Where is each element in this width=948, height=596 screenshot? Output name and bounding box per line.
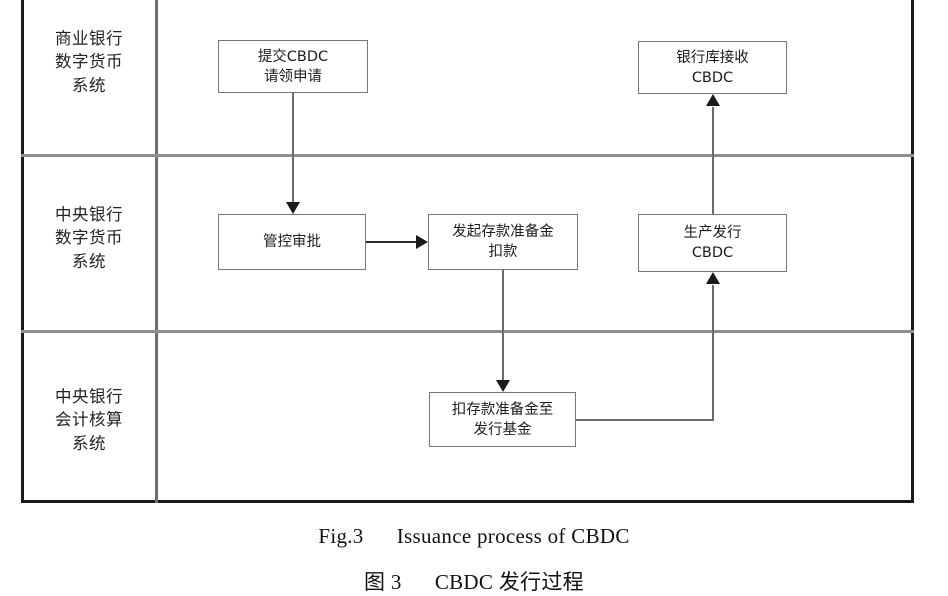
node-submit-cbdc-request[interactable]: 提交CBDC 请领申请 — [218, 40, 368, 93]
node-label-line: 发行基金 — [473, 421, 532, 438]
lane-label-line: 中央银行 — [55, 387, 123, 406]
node-label-line: CBDC — [691, 69, 734, 86]
lane-label-central-bank-accounting: 中央银行 会计核算 系统 — [24, 385, 154, 455]
lane-label-column-divider — [155, 0, 158, 503]
caption-english-text: Issuance process of CBDC — [396, 524, 630, 548]
node-control-approval[interactable]: 管控审批 — [218, 214, 366, 270]
lane-divider-2 — [21, 330, 914, 333]
caption-chinese-prefix: 图 3 — [364, 570, 402, 594]
connector-approval-to-reserve-deduction — [366, 241, 418, 244]
connector-submit-to-approval — [292, 92, 294, 204]
caption-english-prefix: Fig.3 — [318, 524, 364, 548]
arrowhead-produce-to-bank-vault — [706, 94, 720, 106]
node-initiate-reserve-deduction[interactable]: 发起存款准备金 扣款 — [428, 214, 578, 270]
lane-label-commercial-bank: 商业银行 数字货币 系统 — [24, 27, 154, 97]
node-label-line: 扣款 — [488, 244, 518, 260]
figure-caption-chinese: 图 3 CBDC 发行过程 — [0, 566, 948, 596]
connector-reserve-deduction-to-issuance-fund — [502, 270, 504, 384]
connector-produce-to-bank-vault — [712, 107, 714, 214]
node-label-line: 银行库接收 — [676, 49, 749, 66]
figure-caption-english: Fig.3 Issuance process of CBDC — [0, 524, 948, 549]
node-label-line: 发起存款准备金 — [452, 224, 554, 240]
lane-label-line: 中央银行 — [55, 205, 123, 224]
lane-label-line: 数字货币 — [55, 52, 123, 72]
arrowhead-approval-to-reserve-deduction — [416, 235, 428, 249]
arrowhead-submit-to-approval — [286, 202, 300, 214]
node-deduct-reserve-to-issuance-fund[interactable]: 扣存款准备金至 发行基金 — [429, 392, 576, 447]
lane-label-line: 数字货币 — [55, 228, 123, 248]
lane-label-central-bank-digital-currency: 中央银行 数字货币 系统 — [24, 203, 154, 273]
arrowhead-reserve-deduction-to-issuance-fund — [496, 380, 510, 392]
lane-divider-1 — [21, 154, 914, 157]
lane-label-line: 系统 — [72, 433, 106, 453]
node-label-line: 请领申请 — [264, 68, 322, 85]
node-label-line: 提交CBDC — [257, 48, 329, 65]
node-label-line: 生产发行 — [683, 225, 742, 241]
caption-chinese-text: CBDC 发行过程 — [434, 570, 584, 594]
lane-label-line: 商业银行 — [55, 29, 123, 48]
connector-issuance-fund-to-produce-vertical — [712, 285, 714, 420]
lane-label-line: 会计核算 — [55, 410, 123, 430]
connector-issuance-fund-to-produce-horizontal — [576, 419, 714, 421]
node-produce-and-issue-cbdc[interactable]: 生产发行 CBDC — [638, 214, 787, 272]
node-label-line: 管控审批 — [263, 234, 321, 250]
lane-label-line: 系统 — [72, 251, 106, 271]
node-label-line: CBDC — [691, 245, 734, 261]
arrowhead-issuance-fund-to-produce — [706, 272, 720, 284]
lane-label-line: 系统 — [72, 75, 106, 95]
node-bank-vault-receives-cbdc[interactable]: 银行库接收 CBDC — [638, 41, 787, 94]
node-label-line: 扣存款准备金至 — [451, 401, 554, 418]
